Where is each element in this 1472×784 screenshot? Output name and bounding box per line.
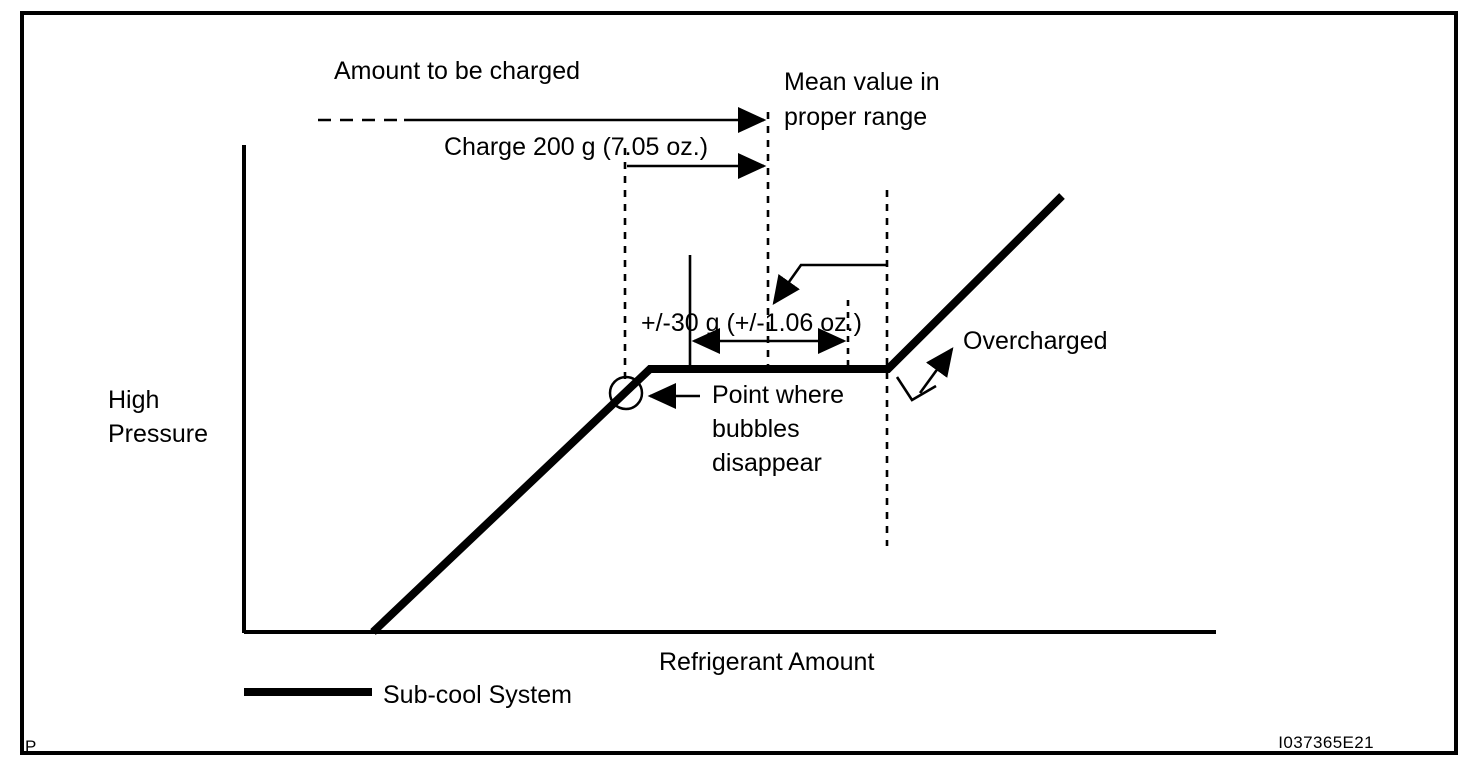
annotation-overcharged: Overcharged	[963, 327, 1108, 355]
tolerance-callout-leader	[772, 263, 887, 305]
annotation-mean-value-line1: Mean value in	[784, 68, 940, 96]
annotation-bubbles-line2: bubbles	[712, 415, 800, 443]
figure-code: I037365E21	[1278, 733, 1374, 752]
annotation-tolerance: +/-30 g (+/-1.06 oz.)	[641, 309, 862, 337]
page-border	[20, 11, 1458, 755]
annotation-bubbles-line1: Point where	[712, 381, 844, 409]
legend-label-sub-cool: Sub-cool System	[383, 681, 572, 709]
overcharged-arrow	[918, 347, 954, 394]
sub-cool-curve	[370, 193, 1065, 635]
annotation-amount-to-be-charged: Amount to be charged	[334, 57, 580, 85]
annotation-charge-amount: Charge 200 g (7.05 oz.)	[444, 133, 708, 161]
y-axis-label-line2: Pressure	[108, 420, 208, 448]
annotation-mean-value-line2: proper range	[784, 103, 927, 131]
x-axis-label: Refrigerant Amount	[659, 648, 874, 676]
y-axis-label-line1: High	[108, 386, 159, 414]
page-marker: P	[25, 737, 37, 756]
overcharged-bracket	[895, 376, 937, 402]
annotation-bubbles-line3: disappear	[712, 449, 822, 477]
